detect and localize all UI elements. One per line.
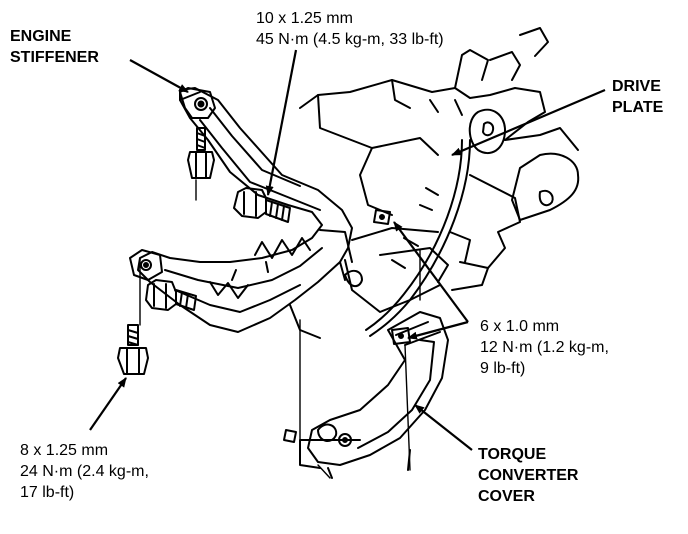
bolt-10x1.25-leader [265,49,298,196]
stiffener-lower-ear [129,249,163,281]
drive-plate-label: DRIVE PLATE [612,78,664,116]
stiffener-bolt-10x1.25 [233,187,291,223]
stiffener-bolt-8x1.25 [117,324,149,375]
torque-converter-cover-label: TORQUE CONVERTER COVER [478,446,579,505]
bolt-8x1.25-spec: 8 x 1.25 mm 24 N·m (2.4 kg-m, 17 lb-ft) [20,442,149,501]
drive-plate-leader [451,88,606,157]
cover-bolt-lower [391,327,411,345]
cover-bolt-leader-upper [393,221,469,323]
torque-converter-cover-shape [283,311,449,479]
cover-bolt-6x1.0-spec: 6 x 1.0 mm 12 N·m (1.2 kg-m, 9 lb-ft) [480,318,609,377]
cover-bolt-leader-lower [407,320,469,340]
stiffener-upper-mount [179,87,216,119]
assembly-lines [139,179,421,479]
engine-block-outline [299,27,580,313]
engine-stiffener-label: ENGINE STIFFENER [10,28,99,66]
cover-bolt-upper [373,209,391,225]
torque-converter-cover-leader [414,404,473,451]
engine-stiffener-bracket [137,87,353,339]
drive-plate-shape [365,108,506,337]
stiffener-bolt-top-left [187,127,215,179]
engine-stiffener-leader [129,59,189,93]
bolt-10x1.25-spec: 10 x 1.25 mm 45 N·m (4.5 kg-m, 33 lb-ft) [256,10,444,48]
stiffener-bolt-lower-horizontal [145,279,197,311]
bolt-8x1.25-leader [89,377,127,431]
